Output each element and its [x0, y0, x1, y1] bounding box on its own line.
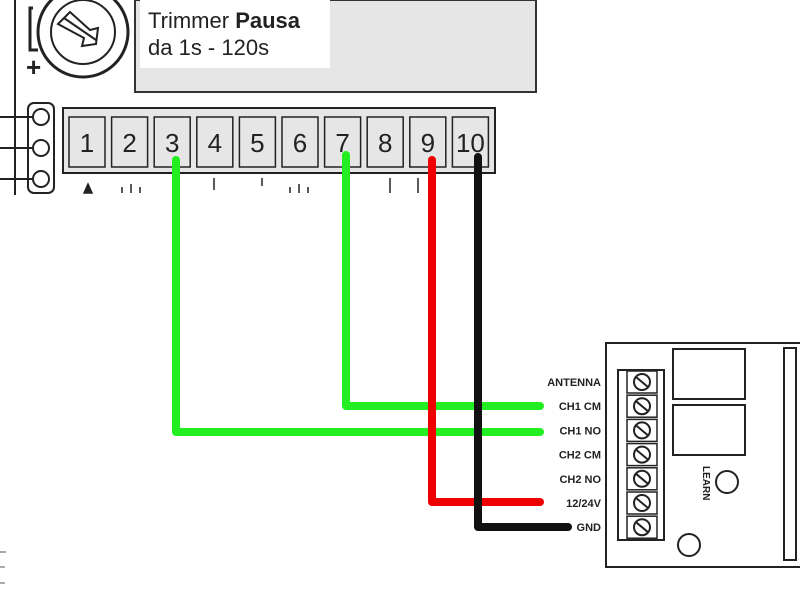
receiver-pin-label: CH2 NO: [559, 474, 601, 486]
receiver-pin-label: CH1 CM: [559, 401, 601, 413]
screw-slot: [635, 521, 649, 533]
wire-green-7-ch1cm: [342, 151, 544, 410]
jumper-connector: [0, 102, 55, 194]
terminal-number: 3: [165, 128, 179, 158]
receiver-terminal-strip: ANTENNA CH1 CM CH1 NO CH2 CM CH2 NO 12/24V GND: [547, 369, 665, 541]
receiver-pin-label: ANTENNA: [547, 377, 601, 389]
learn-label: LEARN: [700, 466, 711, 500]
terminal-slot: [238, 116, 277, 168]
wires: [172, 151, 572, 531]
screw-slot: [635, 400, 649, 412]
terminal-slot: [281, 116, 319, 168]
plus-sign: +: [26, 52, 42, 82]
relay-2: [672, 404, 746, 456]
terminal-number: 6: [293, 128, 307, 158]
trimmer-label-bold: Pausa: [235, 8, 301, 33]
terminal-number: 9: [421, 128, 435, 158]
wire-green-3-ch1no: [172, 156, 544, 436]
terminal-slot: [409, 116, 447, 168]
terminal-number: 1: [80, 128, 94, 158]
screw-slot: [635, 424, 649, 437]
terminal-slot: [366, 116, 404, 168]
terminal-slot: [110, 116, 149, 168]
screw-slot: [635, 448, 649, 461]
terminal-slot: [68, 116, 106, 168]
terminal-number: 7: [335, 128, 349, 158]
terminal-number: 5: [250, 128, 264, 158]
trimmer-label: Trimmer Pausa: [148, 8, 300, 34]
cropped-text-fragment: [0, 551, 6, 584]
receiver-pin-label: 12/24V: [566, 498, 602, 510]
receiver-pin-label: CH2 CM: [559, 450, 601, 462]
screw-slot: [635, 473, 649, 485]
trimmer-range: da 1s - 120s: [148, 35, 270, 60]
relay-1: [672, 348, 746, 400]
wire-red-9-12v: [428, 156, 544, 506]
learn-button: [715, 470, 739, 494]
screw-slot: [635, 376, 649, 388]
terminal-number: 8: [378, 128, 392, 158]
trimmer-caption-box: [140, 0, 330, 68]
led-indicator: [677, 533, 701, 557]
wire-black-10-gnd: [474, 153, 572, 531]
trimmer-knob-icon: [28, 0, 130, 79]
terminal-number: 10: [456, 128, 485, 158]
terminal-slot: [196, 116, 234, 168]
screw-slot: [635, 497, 649, 509]
terminal-number: 2: [122, 128, 136, 158]
terminal-markings: [82, 178, 419, 194]
receiver-pin-label: GND: [577, 522, 602, 534]
terminal-number: 4: [208, 128, 222, 158]
terminal-slot: [451, 116, 490, 168]
trimmer-label-prefix: Trimmer: [148, 8, 230, 33]
receiver-pin-label: CH1 NO: [559, 425, 601, 437]
